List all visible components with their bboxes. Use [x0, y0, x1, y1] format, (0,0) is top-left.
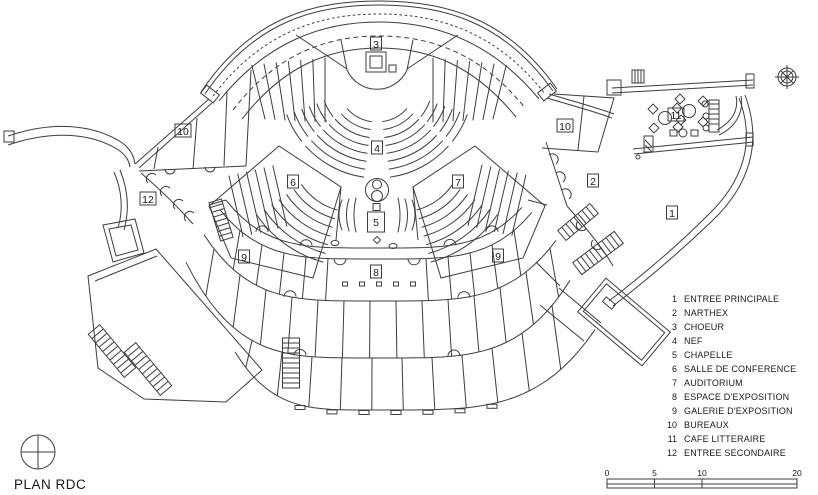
legend-num-1: 1 [672, 294, 677, 304]
room-number-11: 11 [671, 110, 682, 122]
legend-num-6: 6 [672, 364, 677, 374]
room-number-7: 7 [455, 177, 461, 189]
scale-label-0: 0 [605, 468, 610, 478]
legend-num-3: 3 [672, 322, 677, 332]
legend-num-8: 8 [672, 392, 677, 402]
nave-seating [251, 57, 507, 178]
legend-label-1: ENTREE PRINCIPALE [684, 294, 779, 304]
legend-label-6: SALLE DE CONFERENCE [684, 364, 796, 374]
legend-num-11: 11 [668, 434, 677, 444]
scale-label-10: 10 [697, 468, 707, 478]
west-wing [3, 69, 300, 403]
room-number-8: 8 [373, 267, 379, 279]
legend-label-4: NEF [684, 336, 703, 346]
legend-num-2: 2 [672, 308, 677, 318]
legend: 1 ENTREE PRINCIPALE 2 NARTHEX 3 CHOEUR 4 NEF 5 CH… [667, 294, 796, 458]
legend-num-7: 7 [672, 378, 677, 388]
legend-label-9: GALERIE D'EXPOSITION [684, 406, 793, 416]
east-wing [535, 69, 755, 367]
room-number-5: 5 [373, 217, 379, 229]
room-number-1: 1 [669, 208, 675, 220]
room-number-2: 2 [590, 176, 596, 188]
room-number-10: 10 [559, 121, 571, 133]
legend-num-10: 10 [667, 420, 677, 430]
scale-bar: 0 5 10 20 [605, 468, 802, 489]
legend-label-2: NARTHEX [684, 308, 728, 318]
scale-label-5: 5 [652, 468, 657, 478]
exhibition-fixtures [330, 240, 416, 287]
room-number-6: 6 [290, 177, 296, 189]
legend-label-8: ESPACE D'EXPOSITION [684, 392, 789, 402]
choir-area [295, 34, 459, 90]
scale-label-20: 20 [792, 468, 802, 478]
room-number-10: 10 [177, 126, 189, 138]
conference-auditorium [208, 145, 546, 279]
legend-num-12: 12 [667, 448, 677, 458]
north-arrow [20, 434, 56, 470]
legend-label-12: ENTREE SECONDAIRE [684, 448, 786, 458]
legend-label-7: AUDITORIUM [684, 378, 743, 388]
legend-num-9: 9 [672, 406, 677, 416]
legend-num-5: 5 [672, 350, 677, 360]
room-number-4: 4 [374, 143, 380, 155]
outer-shell-wall [134, 0, 615, 169]
legend-label-5: CHAPELLE [684, 350, 733, 360]
page-title: PLAN RDC [14, 477, 86, 492]
legend-num-4: 4 [672, 336, 677, 346]
font-and-chapel [335, 178, 419, 245]
survey-mark-icon [775, 65, 799, 89]
room-number-9: 9 [495, 251, 501, 263]
legend-label-11: CAFE LITTERAIRE [684, 434, 766, 444]
room-number-9: 9 [241, 252, 247, 264]
legend-label-3: CHOEUR [684, 322, 725, 332]
chapel-label-box [367, 211, 385, 233]
legend-label-10: BUREAUX [684, 420, 729, 430]
room-number-3: 3 [373, 39, 379, 51]
room-number-12: 12 [142, 194, 154, 206]
